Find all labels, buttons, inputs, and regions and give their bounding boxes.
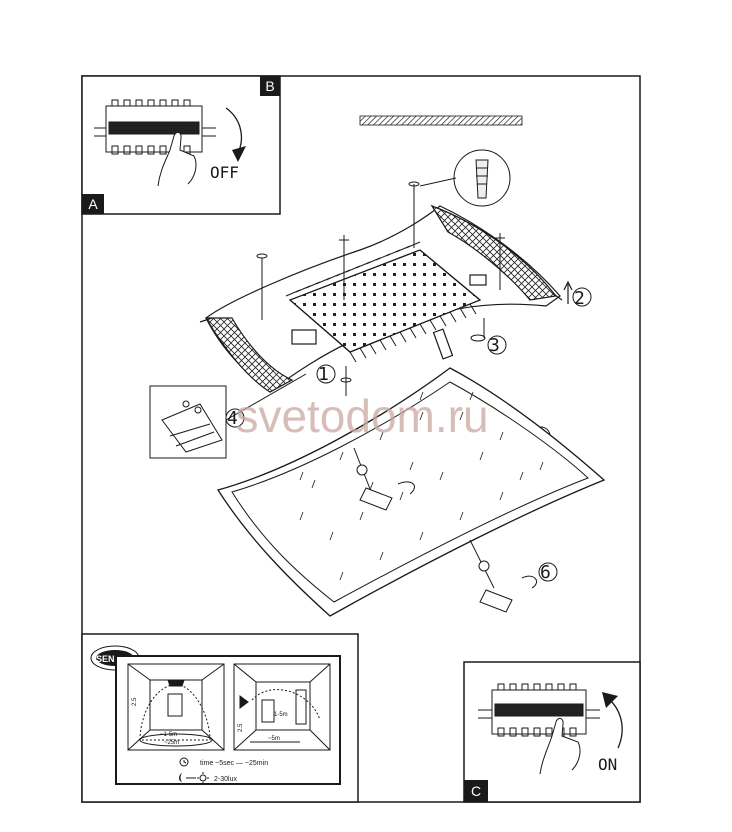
side-room-view bbox=[233, 663, 331, 751]
panel-sensor: SENSOR ~1-5m ~25m 2.5 1-5m ~5m 2.5 bbox=[81, 633, 359, 803]
badge-a bbox=[82, 194, 104, 214]
range-front: ~1-5m bbox=[160, 732, 177, 738]
off-label: OFF bbox=[210, 163, 239, 182]
hand-icon bbox=[157, 131, 197, 187]
ceiling-screws bbox=[256, 181, 505, 396]
wall-plug-icon bbox=[419, 149, 511, 207]
clock-icon bbox=[179, 757, 189, 767]
outer-frame bbox=[81, 75, 641, 803]
badge-b bbox=[260, 76, 280, 96]
badge-a-label: A bbox=[88, 196, 98, 212]
angle-front: ~25m bbox=[164, 740, 179, 746]
hand-icon bbox=[539, 717, 581, 775]
moon-icon bbox=[179, 773, 182, 782]
ceiling-hatch bbox=[359, 115, 523, 126]
breaker-icon bbox=[94, 99, 216, 155]
badge-c-label: C bbox=[471, 783, 481, 799]
badge-c bbox=[464, 780, 488, 802]
panel-switch-on: ON C bbox=[463, 661, 641, 803]
watermark: svetodom.ru bbox=[235, 390, 488, 442]
glass-diffuser bbox=[216, 367, 606, 617]
range-side: 1-5m bbox=[274, 712, 288, 718]
floor-side: ~5m bbox=[268, 736, 280, 742]
lux-label: 2-30lux bbox=[214, 776, 237, 783]
glass-knobs bbox=[353, 447, 537, 613]
fixture-base bbox=[199, 204, 563, 393]
badge-b-label: B bbox=[265, 78, 274, 94]
step-1-label: 1 bbox=[318, 364, 329, 385]
step-3-label: 3 bbox=[489, 335, 500, 356]
front-room-view bbox=[127, 663, 225, 751]
sun-icon bbox=[197, 772, 209, 784]
height-side: 2.5 bbox=[238, 723, 244, 732]
step-6-label: 6 bbox=[540, 562, 551, 583]
breaker-icon bbox=[478, 683, 600, 737]
on-label: ON bbox=[598, 755, 617, 774]
rotate-arrow-icon bbox=[225, 107, 243, 149]
height-front: 2.5 bbox=[132, 697, 138, 706]
step-2-label: 2 bbox=[574, 288, 585, 309]
connector-detail bbox=[149, 373, 307, 459]
time-label: time ~5sec — ~25min bbox=[200, 760, 268, 767]
panel-switch-off: OFF B A bbox=[81, 75, 281, 215]
rotate-arrow-icon bbox=[609, 699, 623, 749]
step-4-label: 4 bbox=[227, 408, 238, 429]
